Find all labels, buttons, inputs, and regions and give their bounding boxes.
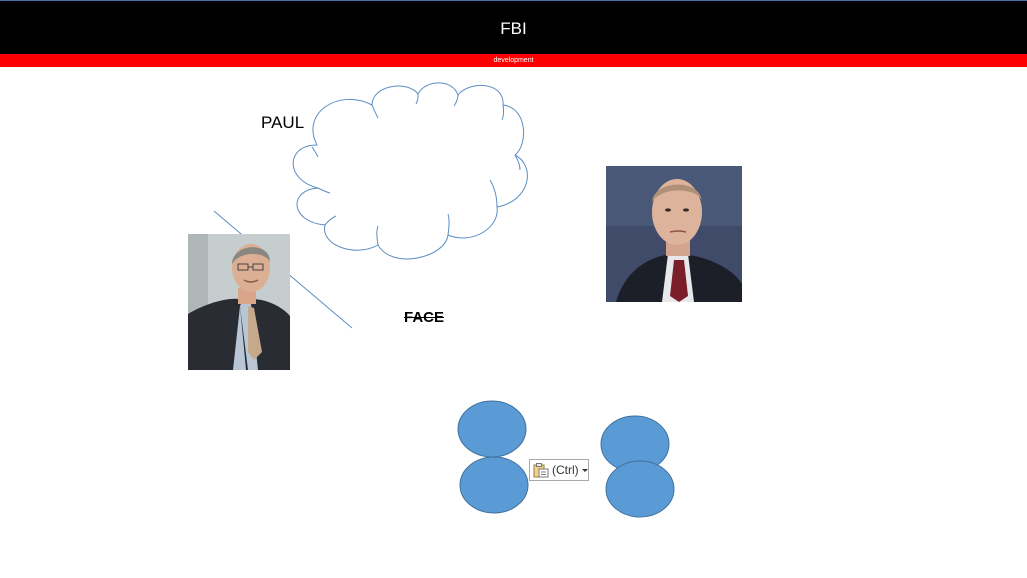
cloud-shape[interactable]: [292, 82, 528, 260]
subtitle-bar: development: [0, 54, 1027, 67]
oval-shape-1[interactable]: [457, 400, 527, 458]
right-portrait-graphic: [606, 166, 742, 302]
face-label[interactable]: FACE: [404, 309, 445, 326]
paul-label[interactable]: PAUL: [261, 113, 305, 132]
oval-shape-2[interactable]: [459, 456, 529, 514]
clipboard-paste-icon: [533, 462, 549, 478]
left-portrait-photo[interactable]: [188, 234, 290, 370]
slide-subtitle[interactable]: development: [493, 57, 534, 64]
paste-options-button[interactable]: (Ctrl): [529, 459, 589, 481]
title-bar: FBI: [0, 0, 1027, 54]
right-portrait-photo[interactable]: [606, 166, 742, 302]
chevron-down-icon: [581, 468, 588, 472]
left-portrait-graphic: [188, 234, 290, 370]
oval-shape-4[interactable]: [605, 460, 675, 518]
slide-title[interactable]: FBI: [500, 19, 527, 38]
paste-options-label: (Ctrl): [552, 463, 579, 477]
